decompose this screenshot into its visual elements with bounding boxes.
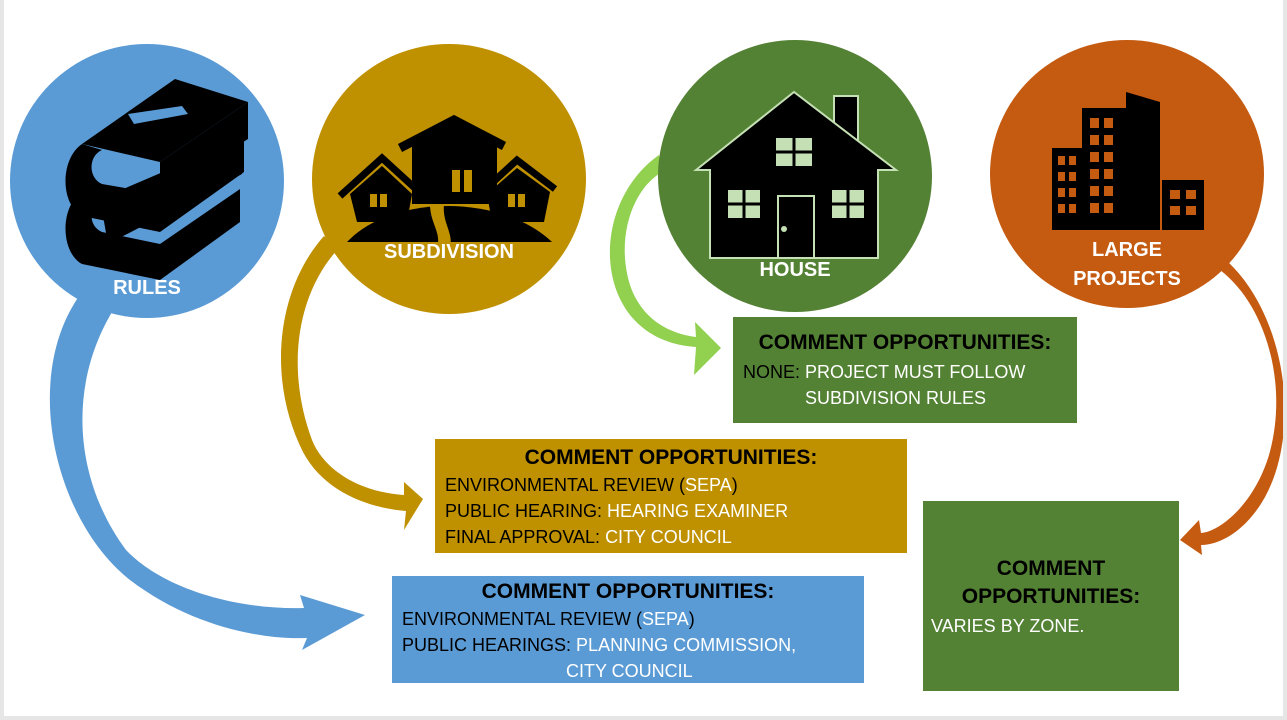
row-value: SEPA xyxy=(642,609,689,629)
row-key: NONE: xyxy=(743,362,806,382)
subdivision-comment-title: COMMENT OPPORTUNITIES: xyxy=(524,446,818,469)
row-value: CITY COUNCIL xyxy=(605,527,732,547)
row-value: VARIES BY ZONE. xyxy=(931,616,1085,636)
row-value: PROJECT MUST FOLLOW xyxy=(805,362,1026,382)
rules-comment-row: CITY COUNCIL xyxy=(402,658,854,684)
subdivision-comment-row: PUBLIC HEARING: HEARING EXAMINER xyxy=(445,498,897,524)
row-value: HEARING EXAMINER xyxy=(607,501,789,521)
subdivision-comment-box: COMMENT OPPORTUNITIES: ENVIRONMENTAL REV… xyxy=(435,439,907,553)
large-projects-comment-box: COMMENT OPPORTUNITIES: VARIES BY ZONE. xyxy=(923,501,1179,691)
large-projects-comment-title-line2: OPPORTUNITIES: xyxy=(961,585,1141,608)
row-value: PLANNING COMMISSION, xyxy=(576,635,797,655)
house-circle: HOUSE xyxy=(658,40,932,312)
subdivision-label: SUBDIVISION xyxy=(383,241,515,263)
large-projects-comment-body: VARIES BY ZONE. xyxy=(931,613,1171,639)
book-stack-icon xyxy=(65,79,248,280)
connector-arrows xyxy=(49,155,1283,650)
row-key: ENVIRONMENTAL REVIEW ( xyxy=(402,609,643,629)
house-comment-box: COMMENT OPPORTUNITIES: NONE: PROJECT MUS… xyxy=(733,317,1077,423)
rules-circle: RULES xyxy=(10,44,284,318)
rules-arrow xyxy=(49,292,365,650)
row-value: SEPA xyxy=(685,475,732,495)
large-projects-circle: LARGE PROJECTS xyxy=(990,40,1264,308)
house-comment-title: COMMENT OPPORTUNITIES: xyxy=(758,331,1052,354)
neighborhood-icon xyxy=(337,114,558,249)
house-label: HOUSE xyxy=(759,259,831,281)
subdivision-circle: SUBDIVISION xyxy=(312,44,586,314)
house-comment-row: SUBDIVISION RULES xyxy=(743,385,1067,411)
row-suffix: ) xyxy=(731,475,738,495)
house-arrow xyxy=(609,155,721,375)
row-key: PUBLIC HEARING: xyxy=(445,501,608,521)
row-value: SUBDIVISION RULES xyxy=(805,388,987,408)
subdivision-comment-row: FINAL APPROVAL: CITY COUNCIL xyxy=(445,524,897,550)
large-projects-label-line1: LARGE xyxy=(1092,239,1162,261)
subdivision-arrow xyxy=(280,236,423,530)
row-value: CITY COUNCIL xyxy=(566,661,693,681)
row-key: ENVIRONMENTAL REVIEW ( xyxy=(445,475,686,495)
row-suffix: ) xyxy=(688,609,695,629)
diagram-slide: RULES SUBDIVISION xyxy=(4,0,1283,716)
large-projects-comment-title-line1: COMMENT xyxy=(996,557,1106,580)
row-key: PUBLIC HEARINGS: xyxy=(402,635,577,655)
office-buildings-icon xyxy=(1052,92,1204,230)
row-key: FINAL APPROVAL: xyxy=(445,527,606,547)
rules-comment-title: COMMENT OPPORTUNITIES: xyxy=(481,580,775,603)
subdivision-comment-row: ENVIRONMENTAL REVIEW (SEPA) xyxy=(445,472,897,498)
rules-label: RULES xyxy=(113,277,181,299)
rules-comment-row: PUBLIC HEARINGS: PLANNING COMMISSION, xyxy=(402,632,854,658)
house-icon xyxy=(693,90,899,259)
large-projects-label-line2: PROJECTS xyxy=(1073,268,1181,290)
rules-comment-row: ENVIRONMENTAL REVIEW (SEPA) xyxy=(402,606,854,632)
house-comment-row: NONE: PROJECT MUST FOLLOW xyxy=(743,359,1067,385)
rules-comment-box: COMMENT OPPORTUNITIES: ENVIRONMENTAL REV… xyxy=(392,576,864,683)
